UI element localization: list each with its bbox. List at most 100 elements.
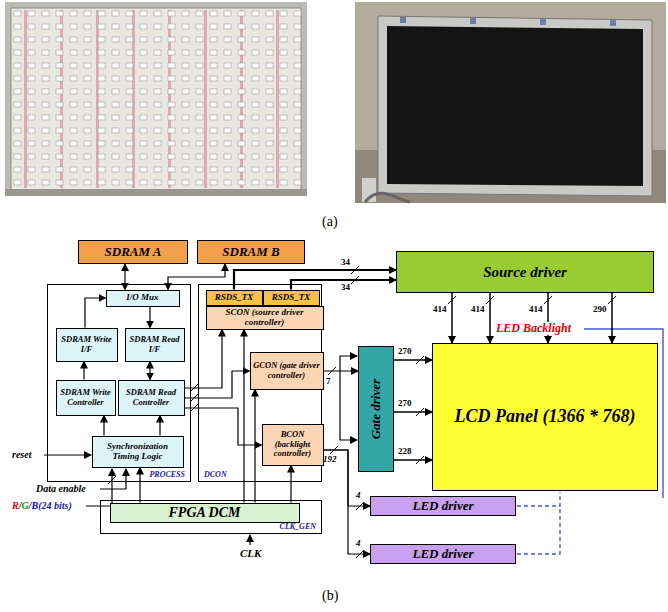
bus-width: 414 — [470, 305, 486, 315]
module-name: DCON — [202, 471, 229, 480]
block-box: I/O Mux — [106, 290, 180, 307]
module-frame: CLK_GEN FPGA DCM — [100, 500, 322, 534]
connector — [124, 264, 125, 290]
panel-box: LCD Panel (1366 * 768) — [432, 343, 658, 491]
connector — [83, 362, 84, 380]
connector — [234, 270, 396, 290]
signal-name: reset — [12, 449, 31, 460]
node-text: LED driver — [410, 547, 475, 561]
connector — [547, 293, 549, 343]
bus-slash — [108, 476, 116, 484]
connector — [185, 408, 262, 445]
node-text: SCON (source driver controller) — [207, 308, 323, 328]
connector — [159, 416, 160, 436]
block-box: SDRAM Read Controller — [118, 380, 185, 416]
photo-lcd-panel — [355, 2, 666, 203]
transmitter-box: RSDS_TX — [206, 290, 263, 306]
panel-frame — [378, 16, 652, 196]
node-text: RSDS_TX — [213, 293, 256, 303]
connector — [149, 362, 150, 380]
frame-clip — [610, 20, 616, 26]
driver-box: LED driver — [370, 496, 516, 516]
signal-name: / — [19, 500, 22, 511]
connector — [254, 390, 255, 503]
node-text: LCD Panel (1366 * 768) — [453, 407, 638, 427]
bus-width: 4 — [356, 539, 361, 549]
node-text: LED driver — [410, 499, 475, 513]
signal-group: R/G/B(24 bits) — [12, 500, 72, 511]
node-text: SDRAM B — [220, 245, 281, 259]
bus-width: 228 — [397, 447, 413, 457]
controller-box: SCON (source driver controller) — [206, 306, 324, 330]
node-text: I/O Mux — [124, 293, 160, 303]
connector — [185, 371, 250, 398]
clock-wire — [249, 535, 250, 545]
transmitter-box: RSDS_TX — [263, 290, 320, 306]
backlight-link — [517, 492, 560, 506]
signal-name: / — [29, 500, 32, 511]
gate-branch — [340, 356, 357, 371]
frame-clip — [400, 17, 406, 23]
module-name: CLK_GEN — [278, 523, 318, 532]
clock-box: FPGA DCM — [110, 503, 300, 523]
connector — [243, 330, 244, 503]
connector — [149, 307, 150, 328]
signal-name: G — [21, 500, 28, 511]
connector — [103, 416, 104, 436]
bus-width: 7 — [325, 377, 332, 387]
connector — [611, 293, 613, 343]
memory-chip: SDRAM A — [78, 240, 188, 264]
node-text: SDRAM Write I/F — [57, 335, 117, 354]
connector — [451, 293, 453, 343]
connector — [489, 293, 491, 343]
bus-width: 34 — [340, 283, 351, 293]
block-box: SDRAM Write I/F — [56, 328, 118, 362]
part-name: LED Backlight — [494, 322, 573, 335]
cable — [365, 193, 410, 202]
module-frame: PROCESS I/O MuxSDRAM Write I/F SDRAM Read … — [47, 284, 191, 482]
connector — [290, 466, 291, 503]
signal-name: (24 bits) — [38, 500, 72, 511]
block-box: SDRAM Write Controller — [56, 380, 116, 416]
connector — [394, 359, 432, 361]
controller-box: GCON (gate driver controller) — [250, 352, 324, 390]
node-text: SDRAM A — [103, 245, 164, 259]
controller-box: BCON (backlight controller) — [262, 424, 324, 466]
node-text: Gate driver — [369, 377, 383, 441]
driver-box: Gate driver — [358, 346, 394, 472]
reset-wire — [44, 454, 91, 455]
photo-ground — [355, 2, 666, 203]
panel-screen — [387, 26, 643, 186]
gate-branch — [340, 371, 357, 440]
signal-name: R — [12, 500, 19, 511]
memory-chip: SDRAM B — [197, 240, 305, 264]
photo-ground — [5, 2, 307, 196]
backlight-link — [517, 506, 560, 554]
connector — [85, 298, 106, 328]
figure-label: (a) — [322, 214, 338, 229]
bus-width: 414 — [528, 305, 544, 315]
frame-clip — [470, 18, 476, 24]
figure-label: (b) — [322, 588, 338, 603]
node-text: Source driver — [481, 264, 569, 281]
block-box: SDRAM Read I/F — [125, 328, 185, 362]
photo-floor — [5, 189, 307, 196]
bus-width: 4 — [356, 491, 361, 501]
bus-width: 414 — [432, 305, 448, 315]
signal-name: CLK — [240, 547, 261, 559]
node-text: BCON (backlight controller) — [263, 430, 323, 458]
bus-width: 192 — [323, 455, 337, 465]
signal-name: Data enable — [36, 483, 86, 494]
connector — [394, 411, 432, 413]
connector — [394, 459, 432, 461]
bus-width: 290 — [592, 305, 608, 315]
photo-led-backlight — [5, 2, 307, 196]
connector — [168, 264, 225, 290]
module-name: PROCESS — [147, 471, 187, 480]
node-text: SDRAM Write Controller — [57, 388, 115, 407]
backlight-plate — [11, 8, 301, 190]
node-text: FPGA DCM — [167, 505, 243, 520]
signal-name: B — [31, 500, 38, 511]
driver-box: LED driver — [370, 544, 516, 564]
